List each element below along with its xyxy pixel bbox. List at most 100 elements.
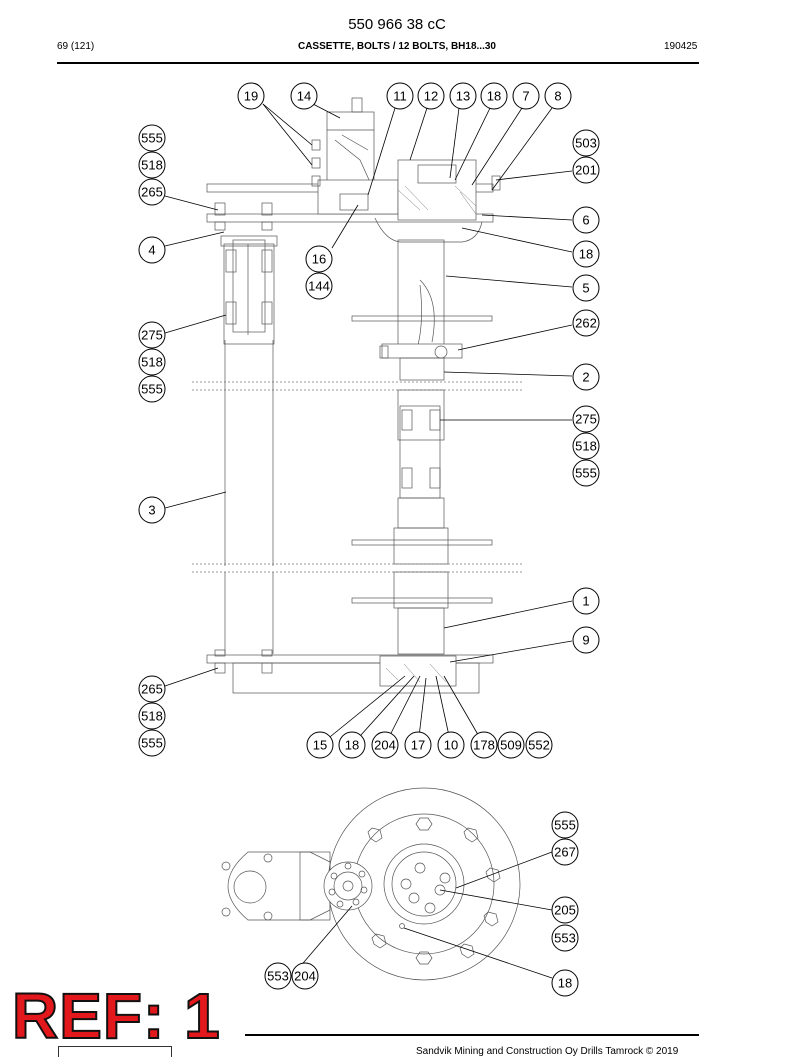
- date-code: 190425: [664, 41, 698, 52]
- svg-text:2: 2: [582, 370, 589, 385]
- callout-bubble: 265: [138, 178, 166, 206]
- svg-text:204: 204: [374, 738, 396, 753]
- svg-text:553: 553: [554, 931, 576, 946]
- svg-text:18: 18: [558, 976, 572, 991]
- part-number: 550 966 38 cC: [348, 16, 446, 33]
- callout-bubble: 204: [291, 962, 319, 990]
- svg-text:553: 553: [267, 969, 289, 984]
- callout-bubble: 5: [572, 274, 600, 302]
- callout-bubble: 18: [338, 731, 366, 759]
- callout-bubble: 17: [404, 731, 432, 759]
- page-title: CASSETTE, BOLTS / 12 BOLTS, BH18...30: [297, 41, 496, 52]
- footer-copyright: Sandvik Mining and Construction Oy Drill…: [416, 1046, 679, 1057]
- callout-bubble: 555: [551, 811, 579, 839]
- callout-bubble: 16: [305, 245, 333, 273]
- svg-text:11: 11: [393, 89, 407, 104]
- callouts-lower: 555 267 205 553 553 204 18: [264, 811, 579, 997]
- callout-bubble: 3: [138, 496, 166, 524]
- callout-bubble: 12: [417, 82, 445, 110]
- leader-lines-upper: [164, 103, 573, 746]
- svg-text:3: 3: [148, 503, 155, 518]
- callout-bubble: 6: [572, 206, 600, 234]
- svg-text:275: 275: [575, 412, 597, 427]
- svg-text:518: 518: [575, 439, 597, 454]
- callout-bubble: 518: [138, 348, 166, 376]
- callout-bubble: 518: [138, 151, 166, 179]
- svg-text:7: 7: [522, 89, 529, 104]
- svg-text:14: 14: [297, 89, 311, 104]
- callout-bubble: 509: [497, 731, 525, 759]
- svg-text:9: 9: [582, 633, 589, 648]
- svg-text:18: 18: [345, 738, 359, 753]
- svg-text:509: 509: [500, 738, 522, 753]
- svg-text:204: 204: [294, 969, 316, 984]
- svg-text:518: 518: [141, 355, 163, 370]
- callout-bubble: 178: [470, 731, 498, 759]
- callout-bubble: 19: [237, 82, 265, 110]
- side-elevation-view: [192, 97, 522, 694]
- svg-text:13: 13: [456, 89, 470, 104]
- svg-text:6: 6: [582, 213, 589, 228]
- page-label: 69 (121): [57, 41, 95, 52]
- svg-text:15: 15: [313, 738, 327, 753]
- svg-text:555: 555: [575, 466, 597, 481]
- svg-text:5: 5: [582, 281, 589, 296]
- callout-bubble: 267: [551, 838, 579, 866]
- callout-bubble: 8: [544, 82, 572, 110]
- svg-text:17: 17: [411, 738, 425, 753]
- callout-bubble: 10: [437, 731, 465, 759]
- svg-text:1: 1: [582, 594, 589, 609]
- callout-bubble: 13: [449, 82, 477, 110]
- svg-text:555: 555: [141, 382, 163, 397]
- ref-stamp: REF: 1: [11, 980, 221, 1052]
- svg-text:12: 12: [424, 89, 438, 104]
- svg-text:201: 201: [575, 163, 597, 178]
- svg-text:555: 555: [141, 131, 163, 146]
- callout-bubble: 553: [551, 924, 579, 952]
- callout-bubble: 262: [572, 309, 600, 337]
- svg-text:205: 205: [554, 903, 576, 918]
- callout-bubble: 18: [572, 240, 600, 268]
- svg-text:503: 503: [575, 136, 597, 151]
- svg-text:8: 8: [554, 89, 561, 104]
- callout-bubble: 7: [512, 82, 540, 110]
- svg-text:552: 552: [528, 738, 550, 753]
- callout-bubble: 18: [551, 969, 579, 997]
- callout-bubble: 552: [525, 731, 553, 759]
- callout-bubble: 11: [386, 82, 414, 110]
- header-divider: [57, 62, 699, 64]
- svg-text:518: 518: [141, 158, 163, 173]
- brand-logo-fragment: [58, 1046, 172, 1057]
- callout-bubble: 15: [306, 731, 334, 759]
- callout-bubble: 4: [138, 236, 166, 264]
- svg-text:265: 265: [141, 185, 163, 200]
- svg-text:144: 144: [308, 279, 330, 294]
- callout-bubble: 14: [290, 82, 318, 110]
- svg-text:18: 18: [579, 247, 593, 262]
- svg-text:262: 262: [575, 316, 597, 331]
- callout-bubble: 1: [572, 587, 600, 615]
- callout-bubble: 2: [572, 363, 600, 391]
- callout-bubble: 18: [480, 82, 508, 110]
- plan-view: [221, 787, 521, 981]
- svg-text:178: 178: [473, 738, 495, 753]
- svg-text:19: 19: [244, 89, 258, 104]
- svg-text:555: 555: [554, 818, 576, 833]
- footer-divider: [245, 1034, 699, 1036]
- callout-bubble: 275: [138, 321, 166, 349]
- callout-bubble: 201: [572, 156, 600, 184]
- callout-bubble: 555: [572, 459, 600, 487]
- callout-bubble: 518: [138, 702, 166, 730]
- callout-bubble: 9: [572, 626, 600, 654]
- callout-bubble: 265: [138, 675, 166, 703]
- callout-bubble: 144: [305, 272, 333, 300]
- callout-bubble: 555: [138, 375, 166, 403]
- callout-bubble: 555: [138, 729, 166, 757]
- callouts-upper: 19 14 11 12 13 18 7 8 555 518 265 503 20…: [138, 82, 600, 759]
- callout-bubble: 204: [371, 731, 399, 759]
- svg-text:267: 267: [554, 845, 576, 860]
- callout-bubble: 518: [572, 432, 600, 460]
- svg-text:555: 555: [141, 736, 163, 751]
- svg-text:265: 265: [141, 682, 163, 697]
